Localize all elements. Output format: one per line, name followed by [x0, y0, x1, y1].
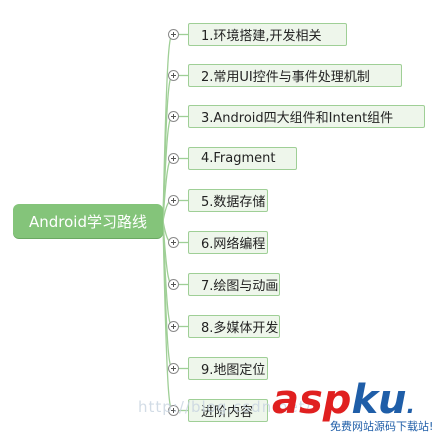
expand-icon[interactable] [168, 70, 179, 81]
expand-icon[interactable] [168, 405, 179, 416]
root-node[interactable]: Android学习路线 [13, 204, 163, 238]
expand-icon[interactable] [168, 153, 179, 164]
branch-node-1[interactable]: 1.环境搭建,开发相关 [188, 23, 347, 46]
branch-node-6[interactable]: 6.网络编程 [188, 231, 268, 254]
branch-label: 6.网络编程 [201, 237, 266, 252]
logo-brand-blue: ku [351, 377, 407, 423]
branch-node-4[interactable]: 4.Fragment [188, 147, 297, 170]
branch-label: 进阶内容 [201, 405, 254, 420]
branch-label: 5.数据存储 [201, 195, 266, 210]
expand-icon[interactable] [168, 279, 179, 290]
expand-icon[interactable] [168, 195, 179, 206]
branch-node-9[interactable]: 9.地图定位 [188, 357, 268, 380]
branch-label: 1.环境搭建,开发相关 [201, 29, 322, 44]
branch-node-8[interactable]: 8.多媒体开发 [188, 315, 280, 338]
logo-brand-red: asp [272, 377, 352, 423]
watermark-url: http://blog.csdn.net/ [138, 398, 312, 416]
branch-label: 2.常用UI控件与事件处理机制 [201, 70, 370, 85]
branch-node-7[interactable]: 7.绘图与动画 [188, 273, 280, 296]
branch-label: 8.多媒体开发 [201, 321, 279, 336]
logo-dot: . [406, 394, 415, 419]
site-logo: aspku. 免费网站源码下载站! [272, 377, 433, 433]
branch-label: 4.Fragment [201, 151, 276, 166]
root-label: Android学习路线 [29, 212, 147, 231]
expand-icon[interactable] [168, 363, 179, 374]
branch-node-3[interactable]: 3.Android四大组件和Intent组件 [188, 105, 425, 128]
branch-node-5[interactable]: 5.数据存储 [188, 189, 268, 212]
expand-icon[interactable] [168, 29, 179, 40]
branch-label: 3.Android四大组件和Intent组件 [201, 111, 394, 126]
expand-icon[interactable] [168, 321, 179, 332]
branch-label: 7.绘图与动画 [201, 279, 279, 294]
logo-tagline: 免费网站源码下载站! [330, 420, 434, 433]
branch-node-10[interactable]: 进阶内容 [188, 399, 268, 422]
branch-node-2[interactable]: 2.常用UI控件与事件处理机制 [188, 64, 402, 87]
expand-icon[interactable] [168, 111, 179, 122]
branch-label: 9.地图定位 [201, 363, 266, 378]
expand-icon[interactable] [168, 237, 179, 248]
